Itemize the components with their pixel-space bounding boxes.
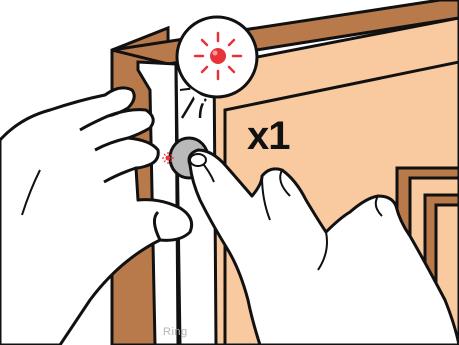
red-led-blink-icon [195,33,241,79]
count-label: x1 [247,116,290,156]
fingernail [190,154,206,166]
watermark: Ring [163,326,188,338]
